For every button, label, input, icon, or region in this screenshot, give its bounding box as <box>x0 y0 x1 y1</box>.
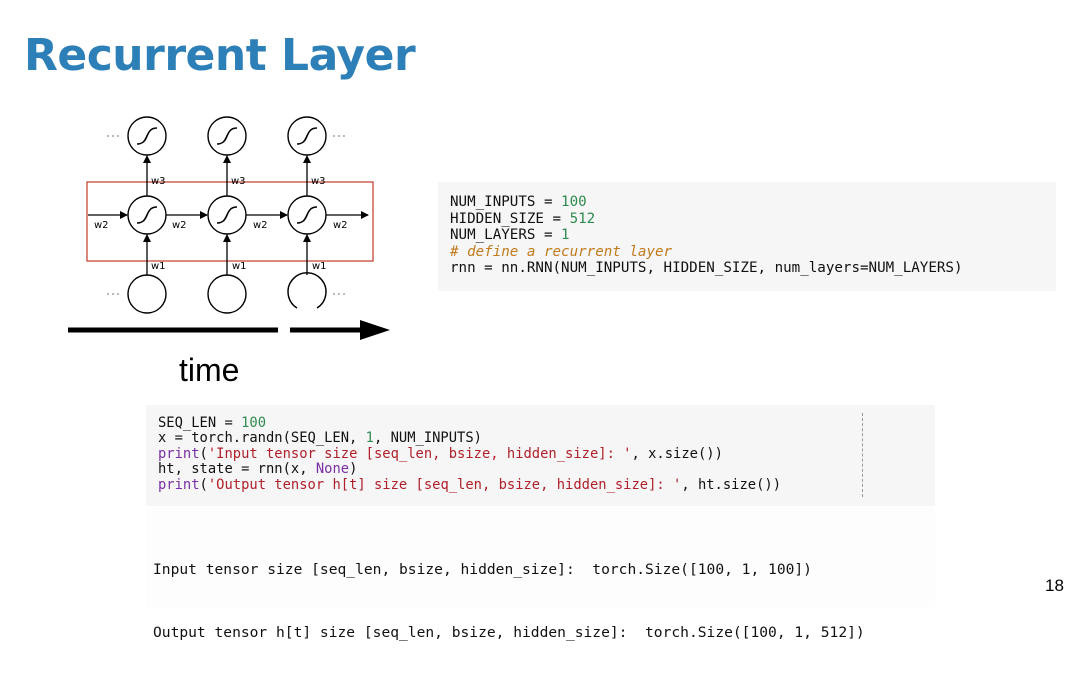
input-nodes <box>127 272 327 314</box>
code-token: NUM_LAYERS = <box>450 227 562 243</box>
continuation-dots <box>107 135 345 295</box>
recurrent-layer-box <box>86 181 374 262</box>
w1-label: w1 <box>151 261 166 272</box>
vertical-arrows <box>143 155 311 275</box>
code-token: ( <box>199 476 208 493</box>
code-token: print <box>158 476 200 493</box>
sigmoid-icon <box>136 206 158 224</box>
code-token: 512 <box>569 210 596 227</box>
w2-label: w2 <box>94 220 109 231</box>
sigmoid-icon <box>296 206 318 224</box>
time-arrowhead <box>360 320 390 340</box>
input-node-3 <box>287 272 327 309</box>
code-token: rnn = nn.RNN(NUM_INPUTS, HIDDEN_SIZE, nu… <box>450 260 963 276</box>
code-line: NUM_INPUTS = 100 <box>450 194 963 211</box>
output-line-1: Input tensor size [seq_len, bsize, hidde… <box>153 561 812 578</box>
code-line: ht, state = rnn(x, None) <box>158 462 781 477</box>
code-token: 'Input tensor size [seq_len, bsize, hidd… <box>207 445 632 462</box>
sigmoid-icon <box>296 127 318 145</box>
code-token: ( <box>199 445 208 462</box>
code-token: # define a recurrent layer <box>450 243 673 260</box>
code-token: , x.size()) <box>631 445 723 462</box>
w2-label: w2 <box>172 220 187 231</box>
w3-label: w3 <box>151 176 166 187</box>
w2-label: w2 <box>333 220 348 231</box>
code-token: , ht.size()) <box>681 476 782 493</box>
code-line: HIDDEN_SIZE = 512 <box>450 211 963 228</box>
code-token: ) <box>349 461 358 478</box>
code-token: HIDDEN_SIZE = <box>450 210 570 227</box>
code-line: rnn = nn.RNN(NUM_INPUTS, HIDDEN_SIZE, nu… <box>450 260 963 277</box>
code-line: # define a recurrent layer <box>450 244 963 261</box>
input-node-1 <box>127 274 167 314</box>
slide-title: Recurrent Layer <box>24 30 416 81</box>
w3-label: w3 <box>231 176 246 187</box>
output-text: Input tensor size [seq_len, bsize, hidde… <box>153 517 865 685</box>
code-token: NUM_INPUTS = <box>450 194 562 210</box>
sigmoid-icon <box>216 206 238 224</box>
w3-label: w3 <box>311 176 326 187</box>
hidden-nodes <box>127 195 327 235</box>
sigmoid-icon <box>216 127 238 145</box>
code-line: print('Output tensor h[t] size [seq_len,… <box>158 476 782 493</box>
input-node-2 <box>207 274 247 314</box>
w1-label: w1 <box>312 261 327 272</box>
w1-label: w1 <box>232 261 247 272</box>
output-cell: Input tensor size [seq_len, bsize, hidde… <box>146 508 935 641</box>
code-token: 1 <box>561 227 570 243</box>
sigmoid-icon <box>136 127 158 145</box>
code-line: SEQ_LEN = 100 <box>158 415 781 431</box>
code-token: 'Output tensor h[t] size [seq_len, bsize… <box>207 476 682 493</box>
code-token: None <box>315 461 350 478</box>
w2-label: w2 <box>253 220 268 231</box>
code-token: 100 <box>561 194 587 210</box>
output-nodes <box>127 116 327 156</box>
code-token: ht, state = rnn(x, <box>158 461 316 478</box>
time-arrow <box>68 320 390 340</box>
page-number: 18 <box>1045 576 1064 595</box>
code-token: print <box>158 445 200 462</box>
code-token: 100 <box>241 415 266 431</box>
cell-separator <box>862 413 863 497</box>
weight-labels: w3 w3 w3 w2 w2 w2 w2 w1 w1 w1 <box>94 176 348 272</box>
code-line: print('Input tensor size [seq_len, bsize… <box>158 445 781 462</box>
code-line: NUM_LAYERS = 1 <box>450 227 963 244</box>
time-label: time <box>179 352 240 388</box>
code-token: 1 <box>365 430 374 447</box>
output-line-2: Output tensor h[t] size [seq_len, bsize,… <box>153 624 865 641</box>
code-token: x = torch.randn(SEQ_LEN, <box>158 430 366 447</box>
rnn-unrolled-diagram: w3 w3 w3 w2 w2 w2 w2 w1 w1 w1 <box>68 116 390 340</box>
code-line: x = torch.randn(SEQ_LEN, 1, NUM_INPUTS) <box>158 431 781 446</box>
code-token: , NUM_INPUTS) <box>373 430 482 447</box>
code-token: SEQ_LEN = <box>158 415 242 431</box>
